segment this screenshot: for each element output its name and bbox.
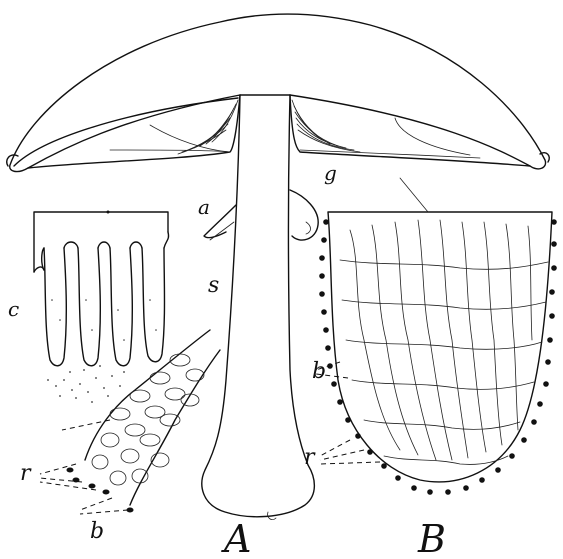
label-c: c (8, 297, 19, 321)
leader-line-g (400, 178, 428, 212)
label-s: s (208, 273, 219, 298)
gill-hatching-right (292, 100, 360, 152)
label-r-right: r (304, 445, 316, 470)
spore-speckles (47, 299, 157, 403)
mushroom-stem (202, 95, 318, 520)
hymenium-detail-left (67, 330, 221, 513)
label-g: g (324, 161, 337, 185)
label-b-right: b (312, 359, 326, 384)
label-B: B (417, 517, 446, 559)
gill-cross-section-c (34, 211, 169, 403)
label-r-left: r (20, 461, 32, 486)
gill-hatching-left (178, 100, 238, 154)
label-A: A (221, 517, 251, 559)
label-b-left: b (90, 519, 104, 544)
mushroom-cap (7, 14, 550, 172)
label-a: a (198, 195, 210, 219)
